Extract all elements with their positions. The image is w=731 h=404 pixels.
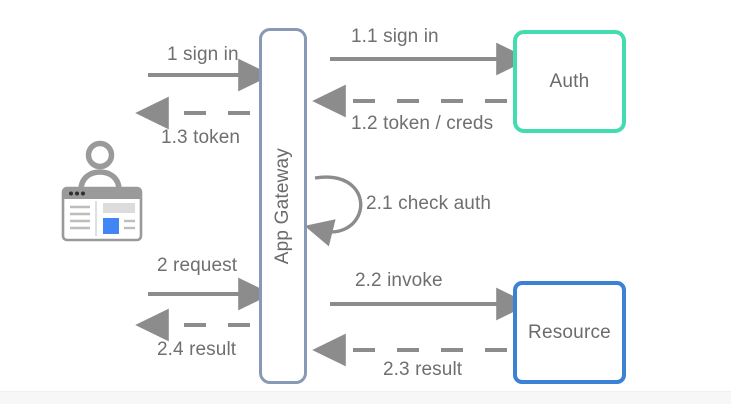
user-shoulders-icon <box>78 169 122 193</box>
node-auth-label: Auth <box>549 70 590 92</box>
edge-label-2-4-result: 2.4 result <box>157 339 237 360</box>
node-app-gateway[interactable]: App Gateway <box>259 28 307 384</box>
node-resource-label: Resource <box>528 321 611 343</box>
edge-label-1-sign-in: 1 sign in <box>167 44 239 65</box>
edge-label-1-3-token: 1.3 token <box>161 127 241 148</box>
user-actor-icon <box>61 140 143 242</box>
user-head-icon <box>85 140 115 170</box>
edge-label-1-2-token-creds: 1.2 token / creds <box>351 113 494 134</box>
browser-window-icon <box>61 186 143 242</box>
edge-label-2-2-invoke: 2.2 invoke <box>355 270 443 291</box>
arrow-2-1-check-auth-loop <box>304 175 363 247</box>
browser-accent-tile <box>103 218 119 234</box>
edge-label-2-3-result: 2.3 result <box>383 359 463 380</box>
edge-label-1-1-sign-in: 1.1 sign in <box>351 26 439 47</box>
node-resource[interactable]: Resource <box>513 281 626 384</box>
edge-label-2-1-check-auth: 2.1 check auth <box>366 193 491 214</box>
edge-label-2-request: 2 request <box>157 255 238 276</box>
node-app-gateway-label: App Gateway <box>272 147 293 265</box>
node-auth[interactable]: Auth <box>513 30 626 133</box>
footer-band <box>0 391 731 404</box>
